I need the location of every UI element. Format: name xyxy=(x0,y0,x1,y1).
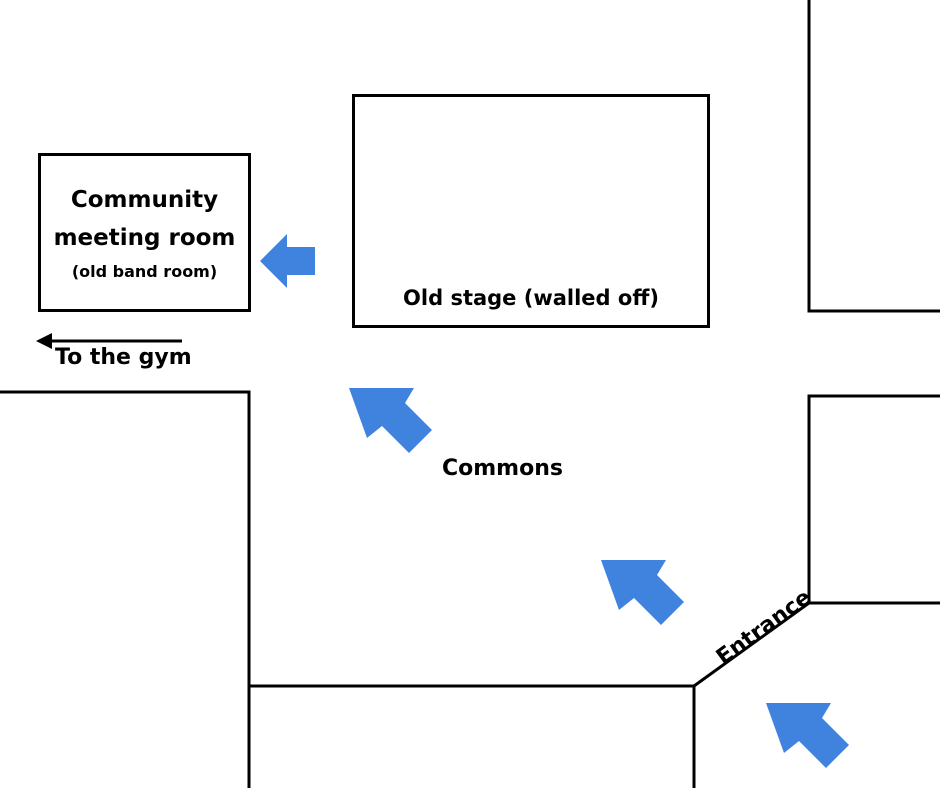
old-stage: Old stage (walled off) xyxy=(352,94,710,328)
to-gym-label: To the gym xyxy=(55,345,192,370)
room-subtitle: (old band room) xyxy=(71,262,218,281)
wall-right-lower xyxy=(807,394,940,605)
commons-label: Commons xyxy=(442,456,563,481)
room-title-line-1: Community xyxy=(70,187,219,213)
wall-bottom-room xyxy=(249,684,696,788)
entrance-wall xyxy=(693,601,810,688)
left-arrow-icon xyxy=(36,333,182,349)
arrow-up-left-icon xyxy=(766,703,849,768)
stage-label: Old stage (walled off) xyxy=(403,286,659,310)
arrow-up-left-icon xyxy=(601,560,684,625)
community-meeting-room: Community meeting room (old band room) xyxy=(38,153,251,312)
wall-right-upper xyxy=(807,0,940,313)
room-title-line-2: meeting room xyxy=(53,225,236,251)
arrow-left-icon xyxy=(260,234,315,288)
arrow-up-left-icon xyxy=(349,388,432,453)
wall-left-lower xyxy=(0,390,251,788)
